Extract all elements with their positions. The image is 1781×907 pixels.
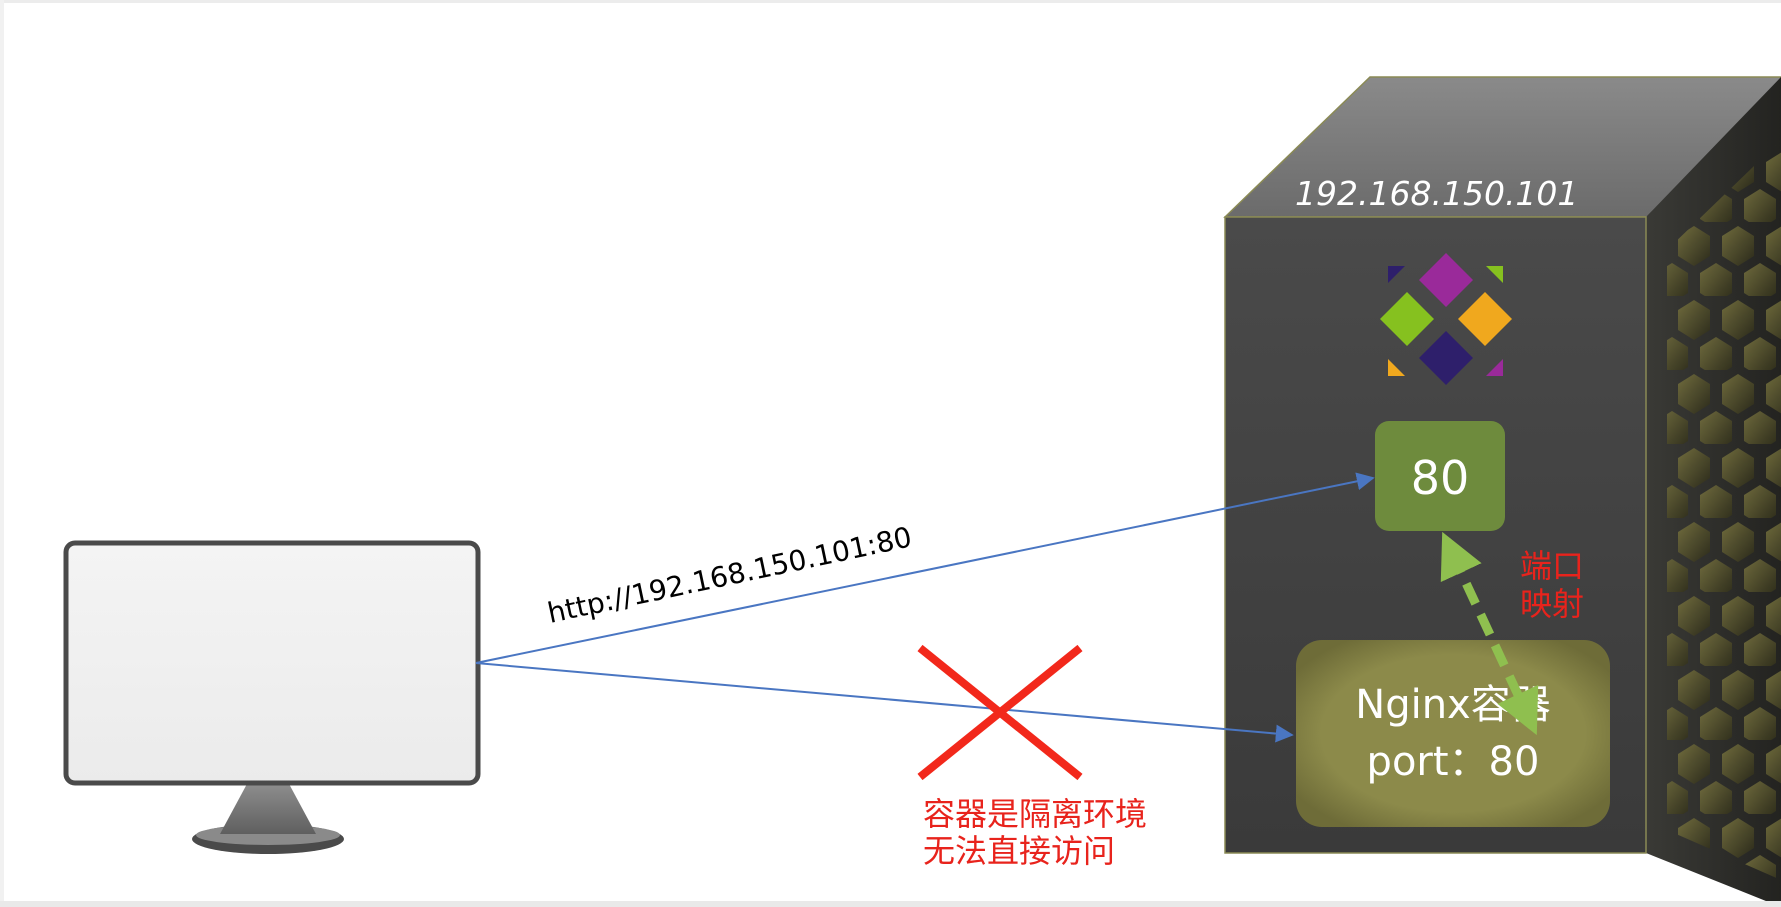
mapping-label-line1: 端口 (1520, 547, 1584, 585)
cross-icon (917, 644, 1083, 781)
request-url-label: http://192.168.150.101:80 (545, 520, 915, 629)
mapping-label-line2: 映射 (1520, 585, 1584, 623)
blocked-note-line2: 无法直接访问 (923, 832, 1115, 870)
frame-bottom-border (0, 901, 1781, 907)
host-port-label: 80 (1411, 451, 1470, 505)
request-arrow-to-host-port (475, 472, 1375, 664)
monitor-stand (220, 782, 316, 834)
port-mapping-arrow (1440, 531, 1539, 736)
blocked-note-line1: 容器是隔离环境 (923, 795, 1147, 833)
server-ip-label: 192.168.150.101 (1295, 174, 1578, 213)
frame-left-border (0, 0, 4, 907)
monitor-screen (63, 540, 481, 786)
server-vent-pattern (1667, 140, 1781, 880)
container-port-label: port：80 (1367, 739, 1540, 785)
docker-cube-logo (1380, 253, 1512, 385)
frame-top-border (0, 0, 1781, 3)
monitor-icon (63, 540, 481, 854)
request-arrow-to-container (475, 662, 1294, 743)
nginx-container-box (1296, 640, 1610, 827)
container-name-label: Nginx容器 (1355, 682, 1550, 728)
host-port-box (1375, 421, 1505, 531)
